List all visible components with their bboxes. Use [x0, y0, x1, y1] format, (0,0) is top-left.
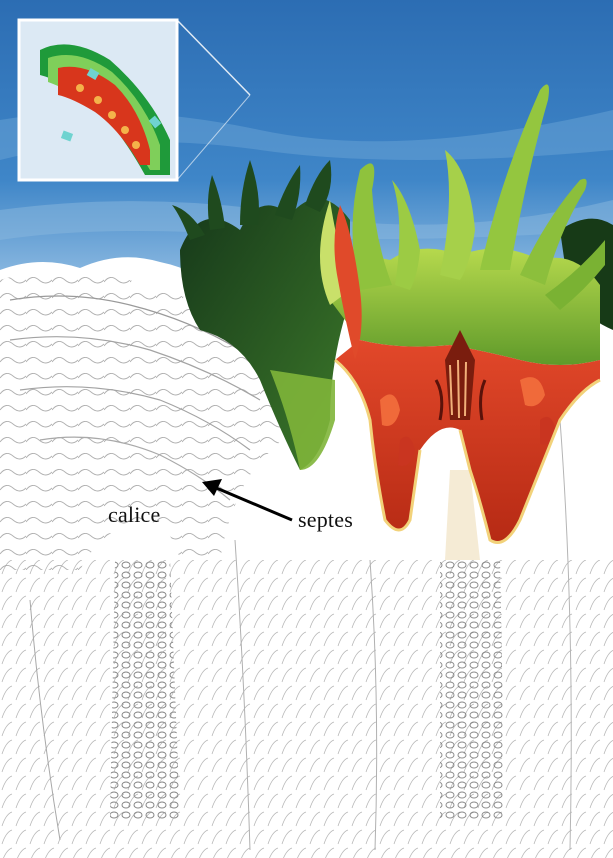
label-septes: septes: [298, 509, 353, 531]
label-calice: calice: [108, 504, 160, 526]
